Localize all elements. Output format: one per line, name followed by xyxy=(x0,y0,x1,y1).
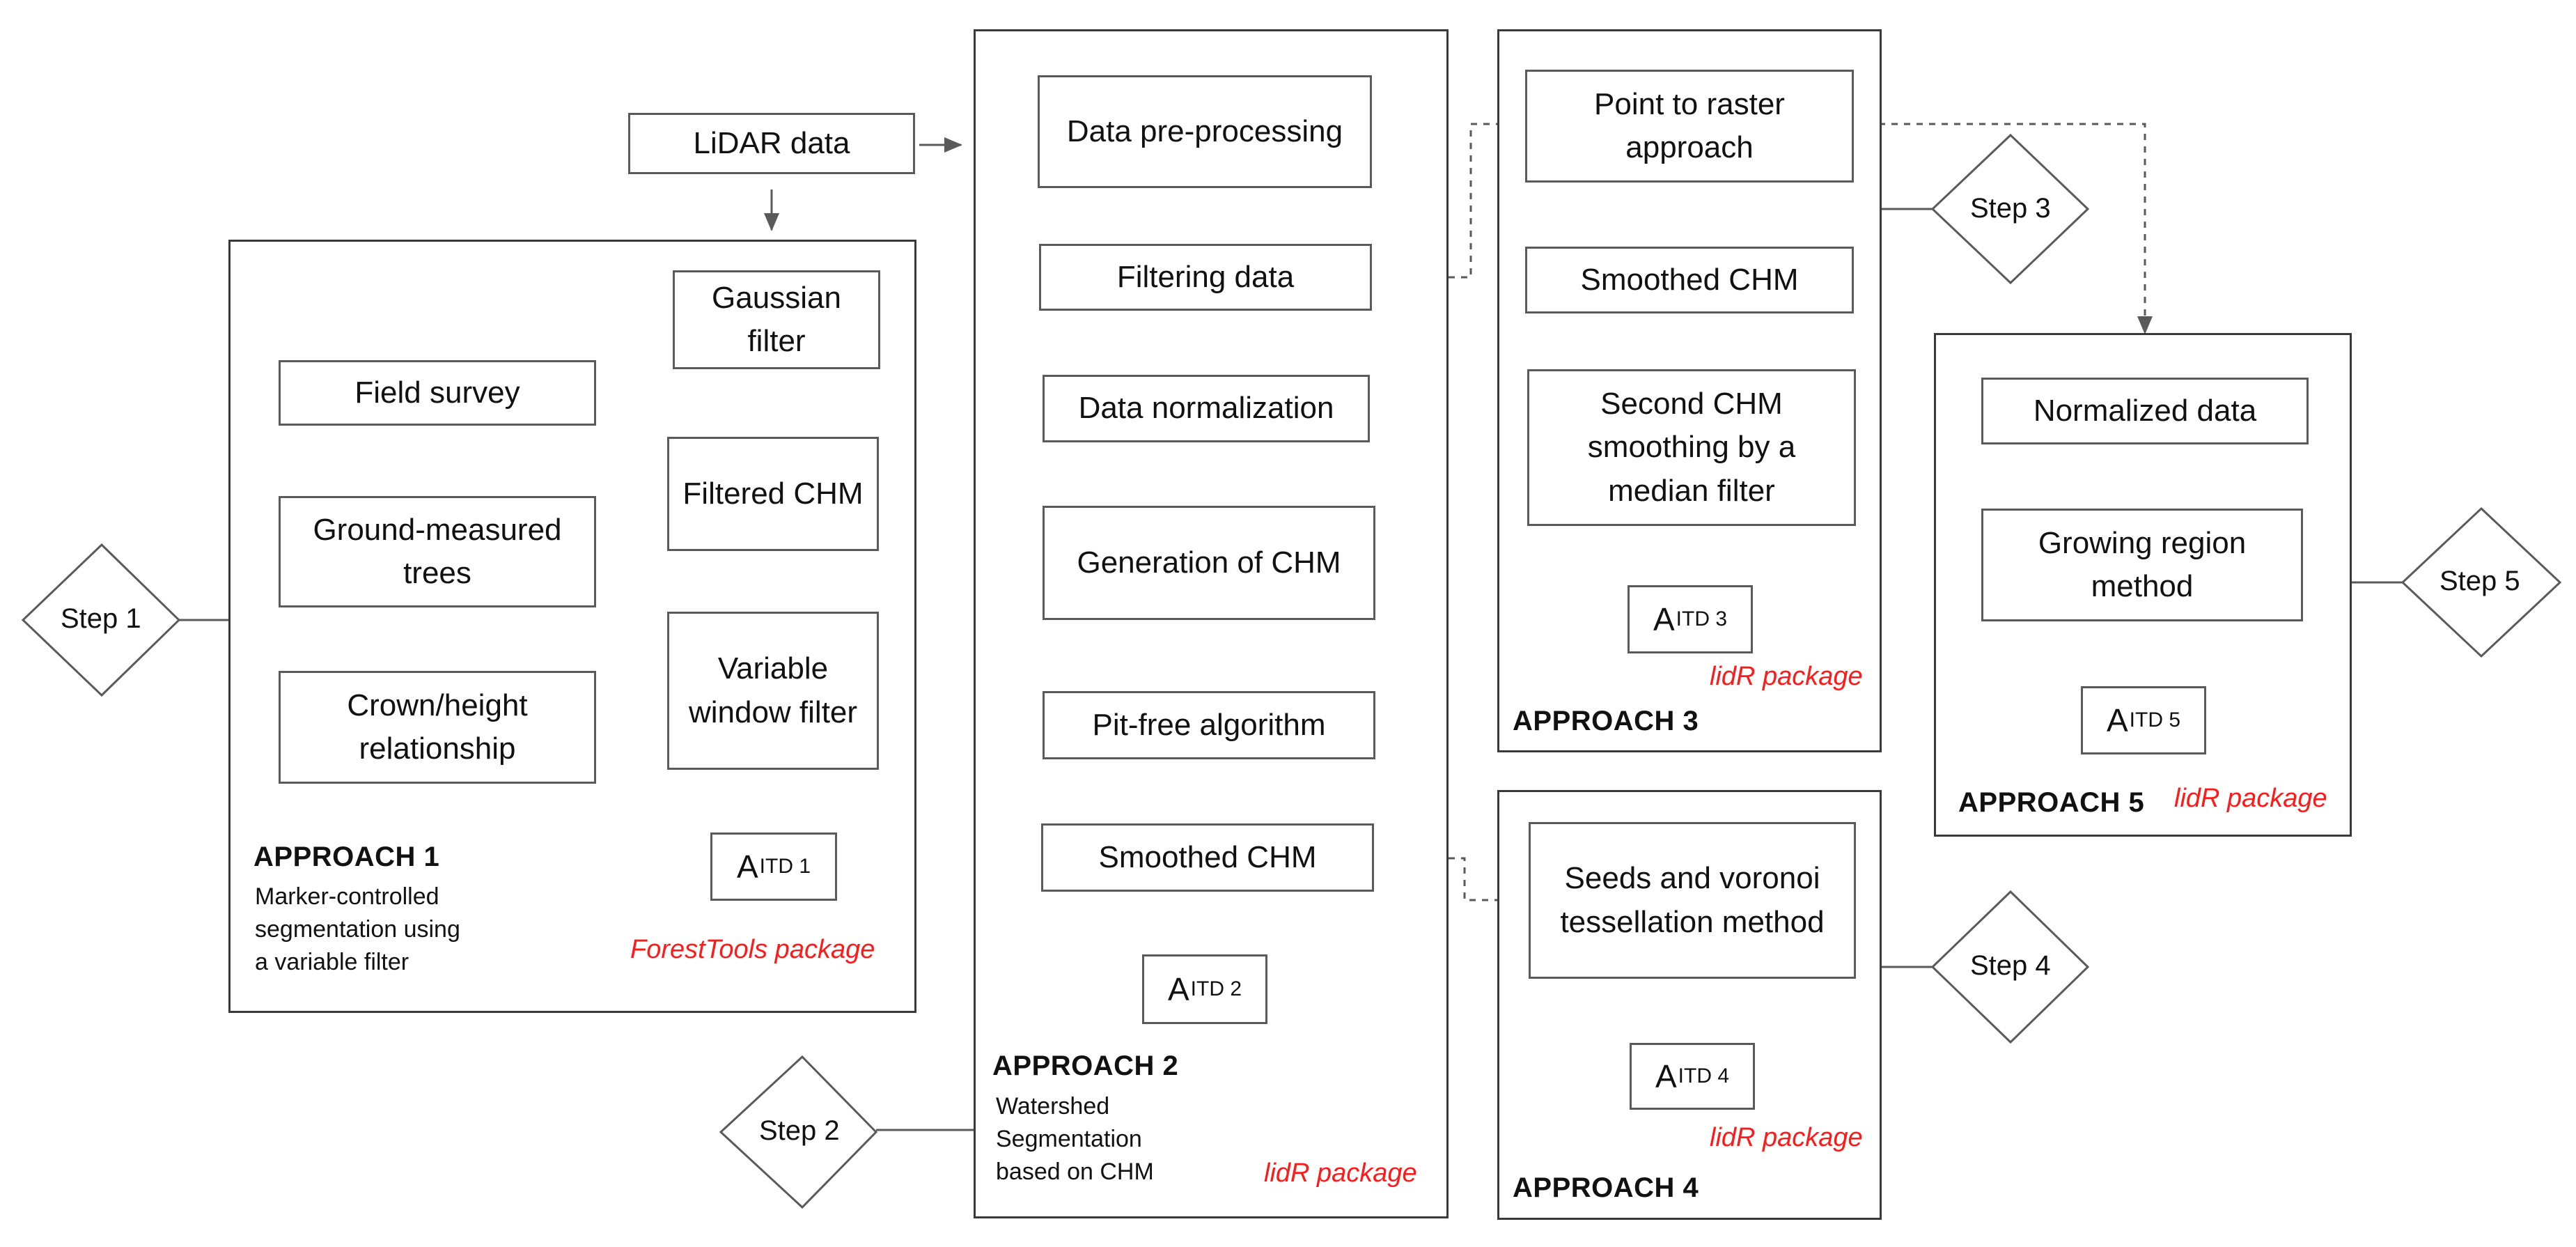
step5-label: Step 5 xyxy=(2440,566,2520,596)
a2-filtering-data: Filtering data xyxy=(1039,244,1372,311)
a5-growing-region-method: Growing region method xyxy=(1981,509,2303,621)
approach5-title: APPROACH 5 xyxy=(1958,787,2145,818)
a3-second-chm-smoothing: Second CHM smoothing by a median filter xyxy=(1527,369,1856,526)
approach5-package: lidR package xyxy=(2174,784,2327,813)
approach3-title: APPROACH 3 xyxy=(1513,706,1699,736)
step5-diamond xyxy=(2401,506,2562,658)
a2-generation-of-chm: Generation of CHM xyxy=(1043,506,1375,620)
step4-diamond xyxy=(1930,890,2090,1044)
step1-label: Step 1 xyxy=(61,603,141,634)
approach4-package: lidR package xyxy=(1710,1123,1863,1152)
approach2-description: Watershed Segmentation based on CHM xyxy=(996,1093,1154,1185)
step4-label: Step 4 xyxy=(1970,950,2051,981)
a4-seeds-voronoi: Seeds and voronoi tessellation method xyxy=(1529,822,1856,979)
a2-pit-free-algorithm: Pit-free algorithm xyxy=(1043,691,1375,759)
a1-ground-measured-trees: Ground-measured trees xyxy=(279,496,596,607)
a3-smoothed-chm: Smoothed CHM xyxy=(1525,247,1854,313)
a1-gaussian-filter: Gaussian filter xyxy=(673,270,880,369)
a5-normalized-data: Normalized data xyxy=(1981,378,2309,444)
a1-variable-window-filter: Variable window filter xyxy=(667,612,879,770)
step2-diamond xyxy=(719,1055,878,1209)
approach1-package: ForestTools package xyxy=(630,935,875,964)
a1-field-survey: Field survey xyxy=(279,360,596,426)
approach3-package: lidR package xyxy=(1710,662,1863,691)
step3-diamond xyxy=(1930,133,2090,285)
step2-label: Step 2 xyxy=(759,1115,840,1146)
lidar-data-box: LiDAR data xyxy=(628,113,915,174)
lidar-data-label: LiDAR data xyxy=(693,125,850,160)
dashed-smoothed-to-seeds xyxy=(1373,857,1530,908)
dashed-point-raster-to-approach5 xyxy=(1854,123,2153,334)
step3-label: Step 3 xyxy=(1970,193,2051,224)
a2-data-normalization: Data normalization xyxy=(1043,375,1370,442)
a1-crown-height-relationship: Crown/height relationship xyxy=(279,671,596,784)
a3-point-to-raster: Point to raster approach xyxy=(1525,70,1854,183)
approach2-title: APPROACH 2 xyxy=(992,1051,1179,1081)
step1-diamond xyxy=(21,543,181,697)
approach2-container xyxy=(974,29,1449,1218)
a2-data-preprocessing: Data pre-processing xyxy=(1038,75,1372,188)
approach1-title: APPROACH 1 xyxy=(253,842,440,872)
approach1-description: Marker-controlled segmentation using a v… xyxy=(255,883,460,975)
a1-filtered-chm: Filtered CHM xyxy=(667,437,879,551)
a2-smoothed-chm: Smoothed CHM xyxy=(1041,823,1374,892)
approach4-title: APPROACH 4 xyxy=(1513,1172,1699,1203)
approach2-package: lidR package xyxy=(1264,1159,1417,1188)
